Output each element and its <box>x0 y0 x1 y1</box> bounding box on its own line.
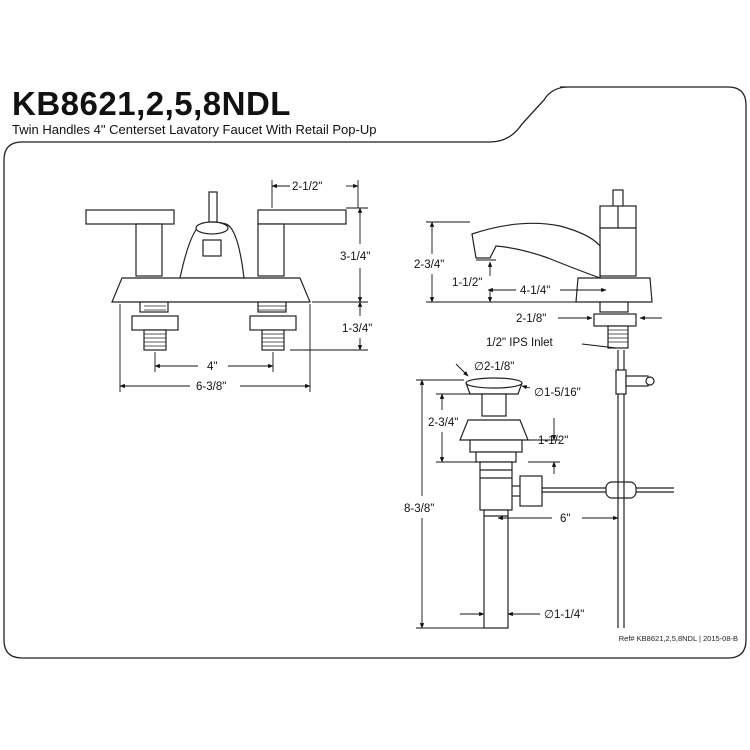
drain-dim-tail-dia: ∅1-1/4" <box>544 609 584 621</box>
drain-body <box>479 461 513 511</box>
drain-dimensions <box>416 363 619 629</box>
pivot-nut <box>519 475 543 507</box>
side-dim-spout-clearance: 1-1/2" <box>452 277 482 289</box>
front-dim-overall-width: 6-3/8" <box>196 381 226 393</box>
right-mount-nut <box>249 315 297 331</box>
front-dim-spout-width: 2-1/2" <box>292 181 322 193</box>
side-view <box>471 189 653 349</box>
drain-dim-cap-dia: ∅1-5/16" <box>534 387 581 399</box>
front-dim-centers: 4" <box>207 361 217 373</box>
side-dim-reach: 4-1/4" <box>520 285 550 297</box>
side-spout <box>471 222 601 279</box>
sheet-border <box>3 86 747 659</box>
front-base <box>111 277 311 303</box>
drain-dim-body-height: 2-3/4" <box>428 417 458 429</box>
side-dim-base: 2-1/8" <box>516 313 546 325</box>
side-base <box>575 277 653 303</box>
right-handle-body <box>257 223 285 277</box>
left-handle-lever <box>85 209 175 225</box>
lift-rod-screw <box>625 375 649 387</box>
reference-number: Ref# KB8621,2,5,8NDL | 2015-08-B <box>618 634 738 643</box>
model-number: KB8621,2,5,8NDL <box>12 85 291 122</box>
rod-clip <box>605 481 637 499</box>
front-dim-height: 3-1/4" <box>340 251 370 263</box>
drain-dim-rod-offset: 6" <box>560 513 570 525</box>
right-handle-lever <box>257 209 347 225</box>
left-handle-body <box>135 223 163 277</box>
drain-dim-total-height: 8-3/8" <box>404 503 434 515</box>
title-block: KB8621,2,5,8NDL Twin Handles 4" Centerse… <box>12 86 376 138</box>
side-mount-nut <box>593 313 637 327</box>
front-dim-shank: 1-3/4" <box>342 323 372 335</box>
drain-dim-flange-height: 1-1/2" <box>538 435 568 447</box>
side-dimensions <box>426 221 662 349</box>
popup-rod <box>208 191 218 223</box>
front-view <box>85 191 347 351</box>
product-subtitle: Twin Handles 4" Centerset Lavatory Fauce… <box>12 122 377 137</box>
front-dimensions <box>119 180 368 392</box>
side-inlet-label: 1/2" IPS Inlet <box>486 337 554 349</box>
drain-assembly <box>459 350 674 629</box>
side-valve-body <box>599 227 637 277</box>
drain-flange <box>459 419 529 441</box>
drain-dim-flange-dia: ∅2-1/8" <box>474 361 514 373</box>
left-mount-nut <box>131 315 179 331</box>
drain-cap <box>465 377 523 389</box>
drain-tailpiece <box>483 509 509 629</box>
side-dim-height: 2-3/4" <box>414 259 444 271</box>
